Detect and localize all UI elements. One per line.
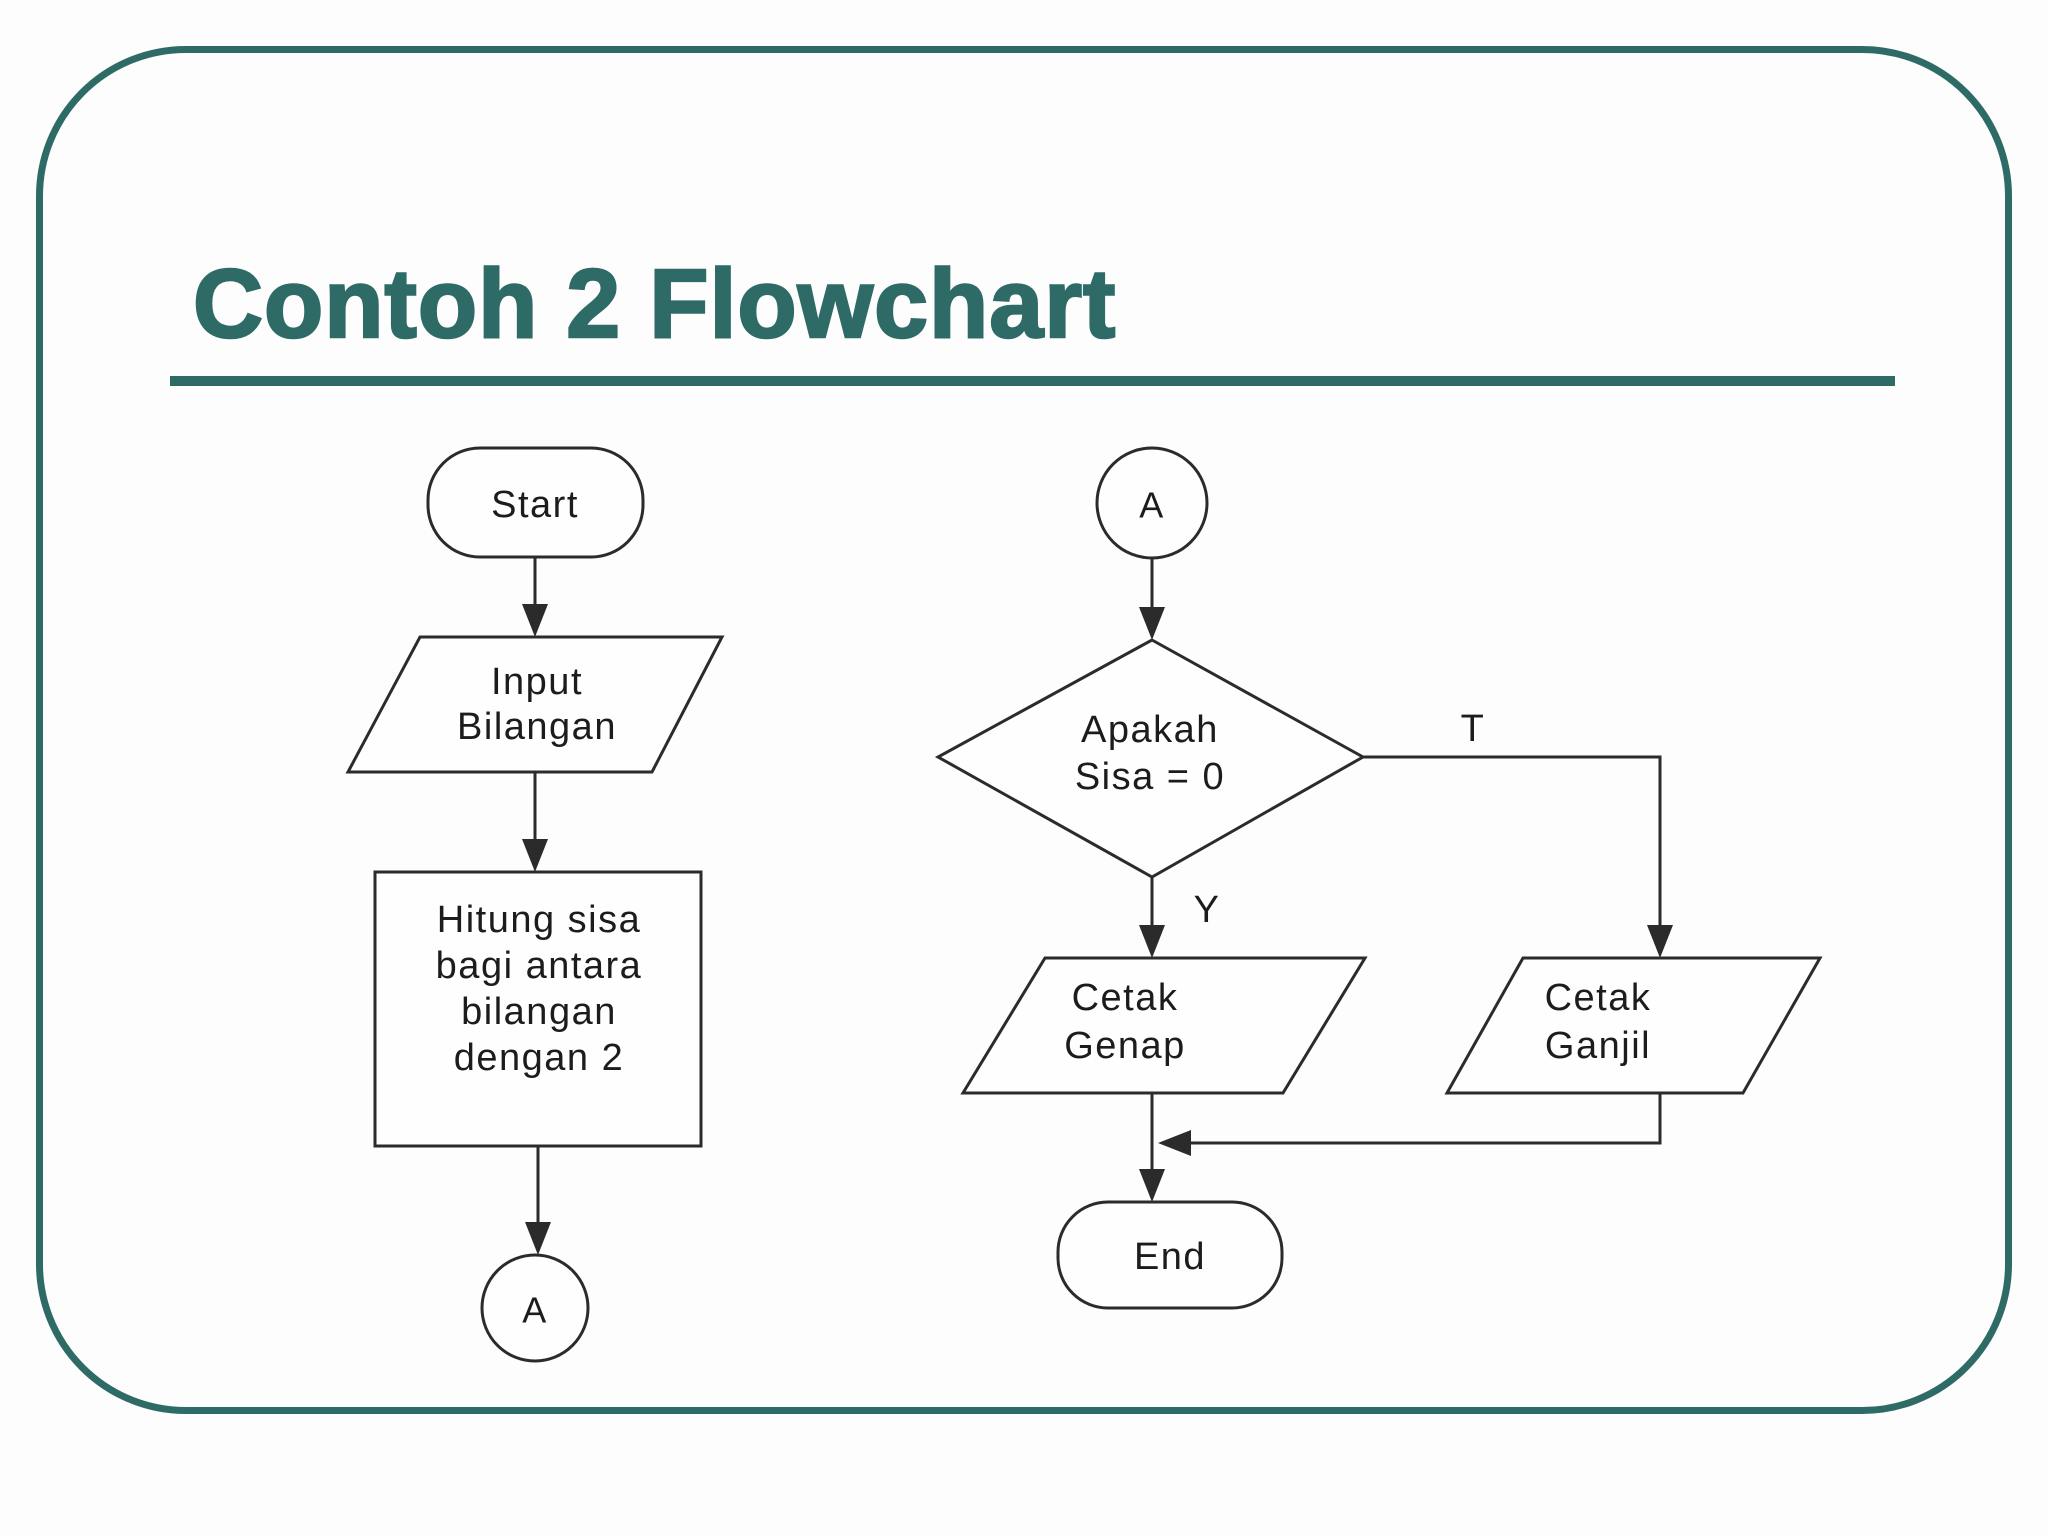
- io-genap-line2: Genap: [1064, 1025, 1186, 1067]
- io-input-line2: Bilangan: [457, 706, 617, 748]
- title-underline: [170, 376, 1895, 386]
- io-ganjil-line2: Ganjil: [1545, 1025, 1651, 1067]
- io-input-line1: Input: [491, 661, 583, 703]
- process-line1: Hitung sisa: [437, 899, 641, 941]
- connector-a-left-label: A: [522, 1290, 548, 1331]
- terminator-end: [1056, 1200, 1284, 1310]
- page-title: Contoh 2 Flowchart: [192, 248, 1117, 360]
- io-cetak-genap: [960, 956, 1368, 1095]
- branch-label-yes: Y: [1194, 889, 1221, 931]
- branch-label-true: T: [1461, 708, 1486, 750]
- connector-a-right-label: A: [1139, 485, 1165, 526]
- decision-line1: Apakah: [1081, 709, 1219, 751]
- edge-ganjil-merge: [1158, 1093, 1662, 1156]
- terminator-start-label: Start: [491, 484, 579, 526]
- io-cetak-ganjil: [1444, 956, 1823, 1095]
- decision-line2: Sisa = 0: [1075, 756, 1225, 798]
- edge-decision-true: [1363, 755, 1673, 958]
- slide-border: [36, 46, 2012, 1414]
- io-input-bilangan: [345, 635, 725, 774]
- process-line2: bagi antara: [436, 945, 643, 987]
- io-ganjil-line1: Cetak: [1545, 977, 1652, 1019]
- connector-a-left: [480, 1253, 590, 1363]
- process-line4: dengan 2: [454, 1037, 625, 1079]
- terminator-end-label: End: [1134, 1236, 1206, 1278]
- process-line3: bilangan: [461, 991, 617, 1033]
- io-genap-line1: Cetak: [1072, 977, 1179, 1019]
